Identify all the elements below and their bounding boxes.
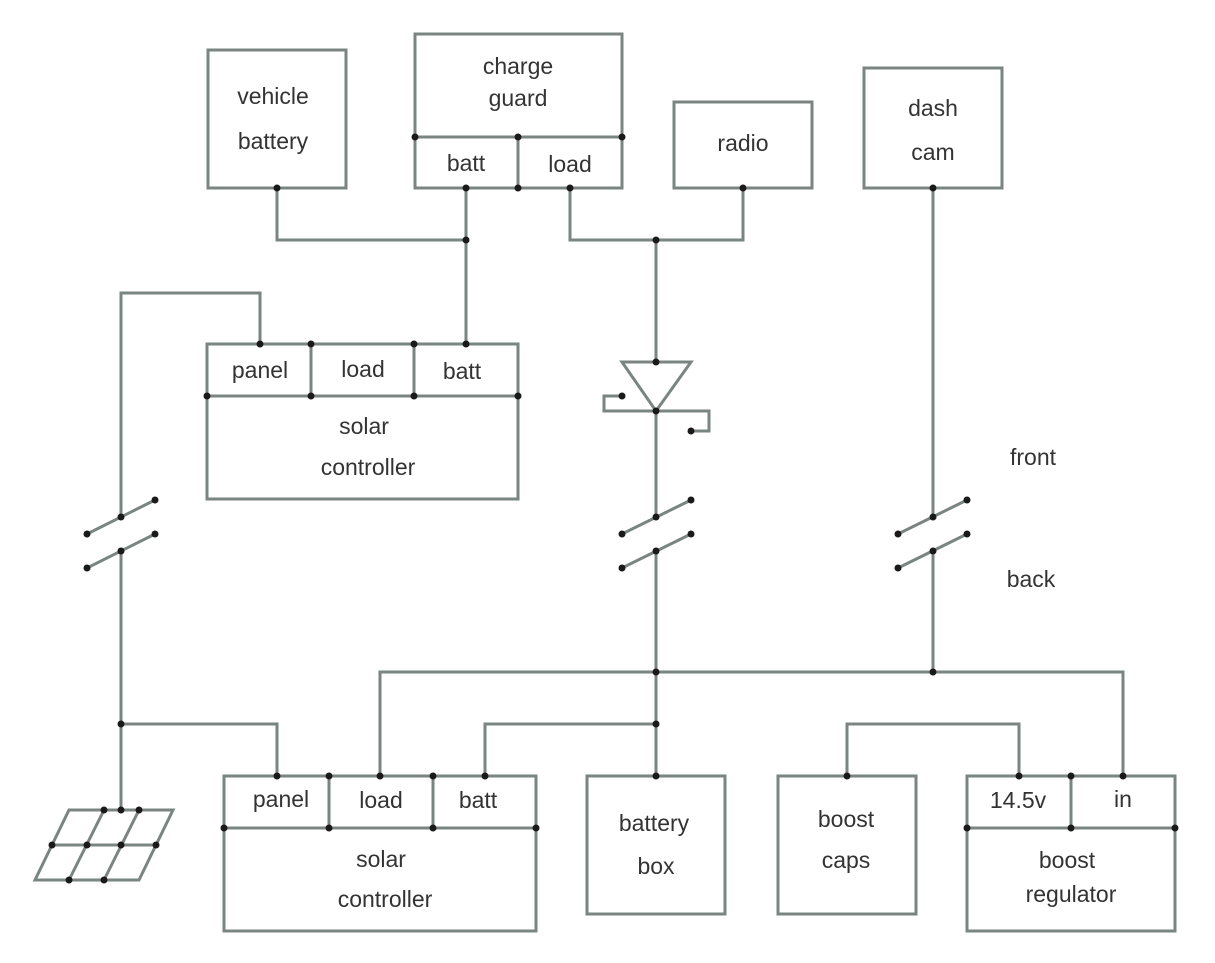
wire-controller-panel-to-switch	[119, 291, 262, 517]
solar-controller-top: panel load batt solar controller	[205, 342, 520, 501]
charge-guard-label-line1: charge	[483, 53, 553, 79]
battery-box-label-line1: battery	[619, 810, 690, 836]
vehicle-battery-label-line2: battery	[238, 128, 309, 154]
dash-cam-label-line2: cam	[911, 139, 954, 165]
solar-controller-bottom-port-panel: panel	[253, 786, 309, 812]
dash-cam: dash cam	[862, 66, 1004, 190]
boost-caps: boost caps	[776, 774, 918, 916]
switch-label-back: back	[1007, 566, 1056, 592]
solar-controller-top-label-line2: controller	[321, 454, 416, 480]
radio: radio	[672, 100, 814, 190]
wire-to-lower-panel	[121, 722, 279, 776]
wire-vehicle-battery	[275, 188, 466, 242]
charge-guard-port-batt: batt	[447, 150, 486, 176]
solar-controller-bottom-port-batt: batt	[459, 787, 498, 813]
charge-guard-port-load: load	[548, 151, 591, 177]
node-dots	[48, 133, 1179, 884]
boost-regulator-label-line1: boost	[1039, 847, 1096, 873]
boost-regulator-label-line2: regulator	[1026, 881, 1117, 907]
wire-guard-load-radio	[568, 188, 745, 242]
vehicle-battery-label-line1: vehicle	[237, 83, 309, 109]
solar-controller-bottom-label-line2: controller	[338, 886, 433, 912]
wire-boost-caps	[845, 722, 1021, 776]
dash-cam-label-line1: dash	[908, 95, 958, 121]
charge-guard-label-line2: guard	[489, 85, 548, 111]
switch-label-front: front	[1010, 444, 1057, 470]
solar-controller-top-port-load: load	[341, 356, 384, 382]
boost-caps-label-line2: caps	[822, 847, 871, 873]
boost-caps-label-line1: boost	[818, 806, 875, 832]
battery-box: battery box	[585, 774, 727, 916]
vehicle-battery: vehicle battery	[206, 48, 348, 190]
wire-load-bus	[378, 670, 1125, 776]
boost-regulator: 14.5v in boost regulator	[965, 774, 1177, 933]
boost-regulator-port-in: in	[1114, 786, 1132, 812]
solar-panel-icon	[32, 808, 176, 882]
solar-controller-top-port-panel: panel	[232, 357, 288, 383]
solar-controller-top-port-batt: batt	[443, 358, 482, 384]
wire-lower-batt	[483, 722, 656, 776]
boost-regulator-port-out: 14.5v	[990, 787, 1047, 813]
charge-guard: charge guard batt load	[413, 32, 624, 190]
solar-controller-bottom-label-line1: solar	[356, 846, 406, 872]
solar-controller-top-label-line1: solar	[339, 413, 389, 439]
solar-controller-bottom: panel load batt solar controller	[222, 774, 538, 933]
solar-controller-bottom-port-load: load	[359, 787, 402, 813]
battery-box-label-line2: box	[637, 853, 675, 879]
radio-label: radio	[717, 130, 768, 156]
